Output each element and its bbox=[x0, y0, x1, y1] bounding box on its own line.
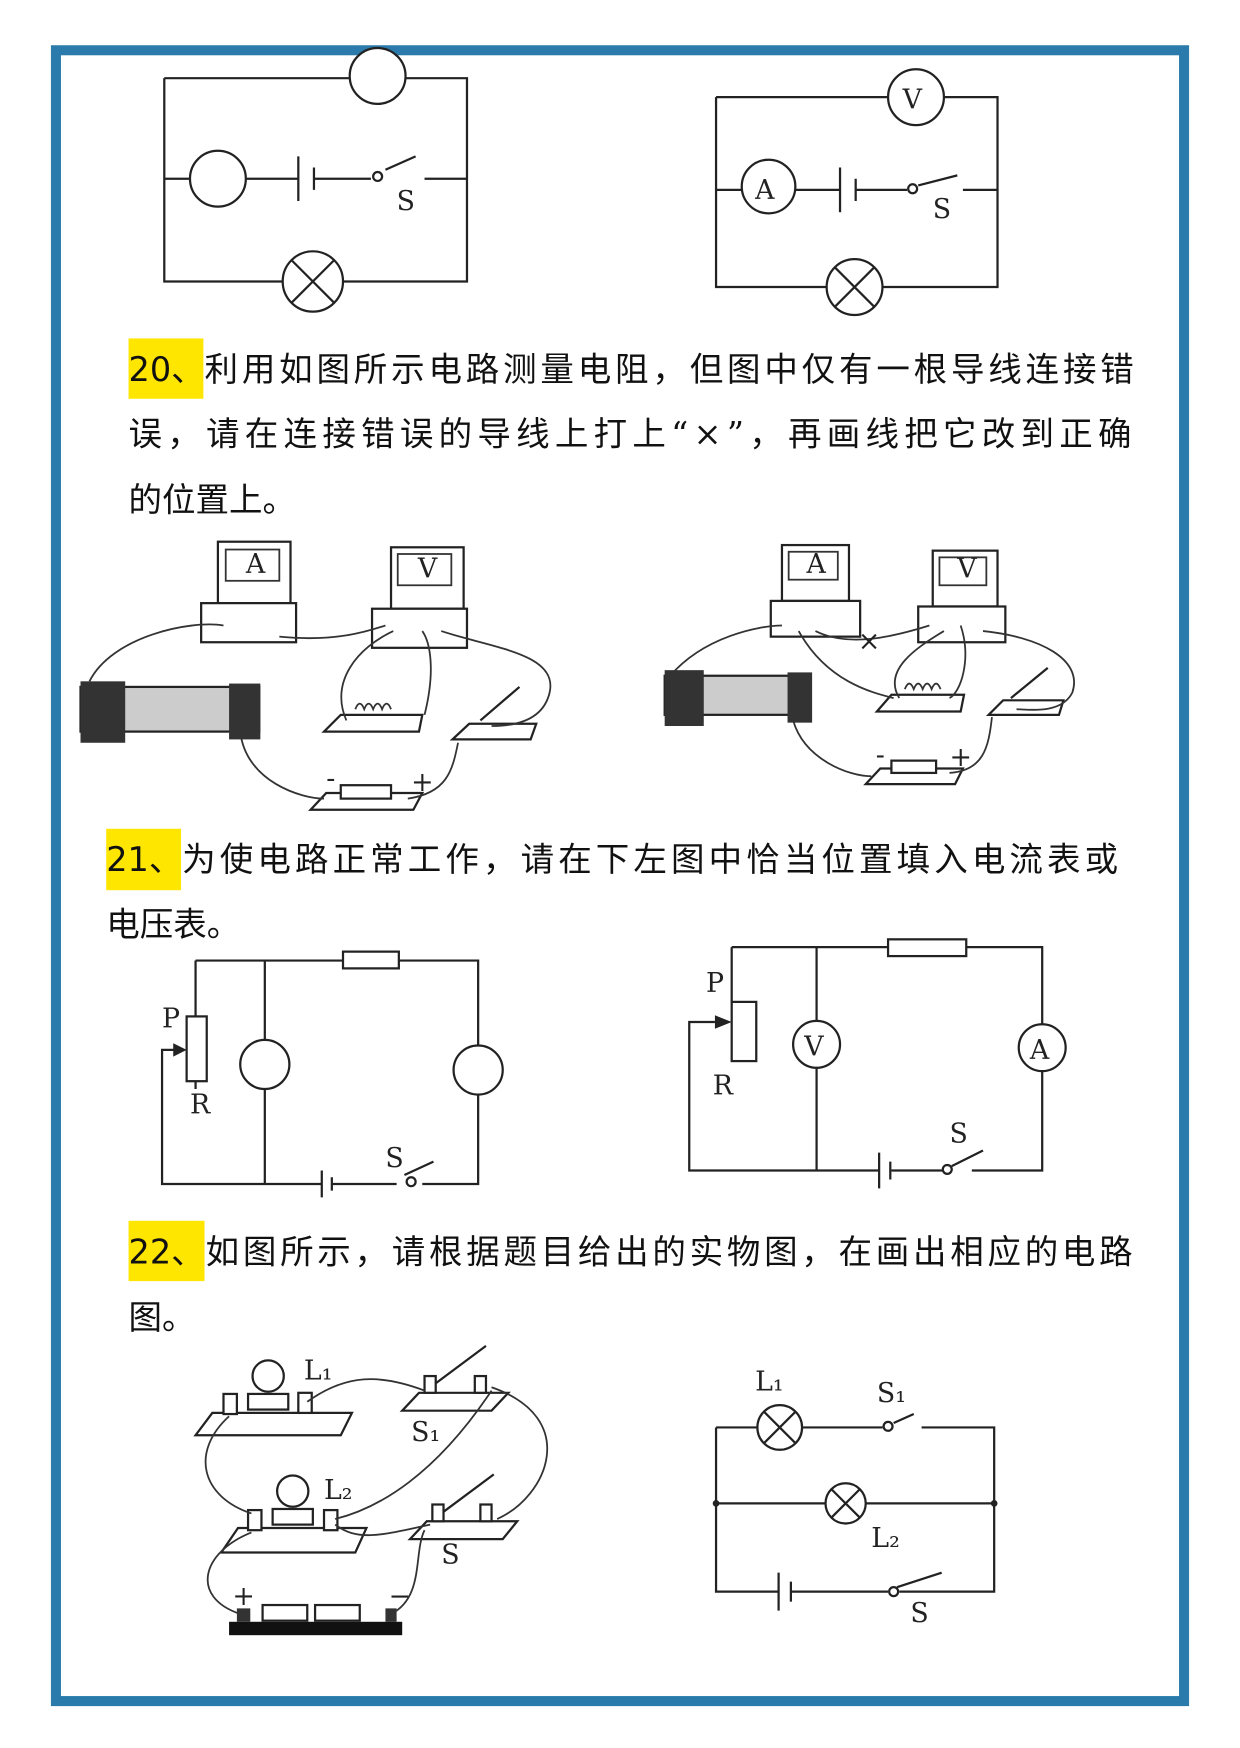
minus-label: - bbox=[326, 763, 335, 794]
p-label: P bbox=[162, 1004, 180, 1035]
voltmeter-label: V bbox=[956, 553, 977, 584]
s-label: S bbox=[910, 1598, 928, 1629]
lamp-l2-board bbox=[219, 1474, 369, 1554]
s-label: S bbox=[441, 1540, 459, 1571]
top-left-circuit: S bbox=[163, 46, 469, 313]
r-label: R bbox=[713, 1071, 734, 1102]
ammeter-label: A bbox=[1029, 1035, 1050, 1066]
knife-switch-icon bbox=[985, 667, 1065, 716]
lamp-icon bbox=[825, 258, 884, 317]
knife-switch-icon bbox=[449, 686, 538, 741]
lamp-l1-board bbox=[193, 1359, 354, 1437]
battery-pack bbox=[229, 1603, 403, 1636]
s-label: S bbox=[949, 1119, 967, 1150]
wrong-wire-mark: × bbox=[858, 626, 880, 657]
switch-icon bbox=[372, 170, 384, 183]
q20-apparatus-left: A V - + bbox=[79, 540, 552, 811]
q21-text-line2: 电压表。 bbox=[106, 905, 240, 944]
q21-number: 21、 bbox=[106, 840, 182, 879]
q22-text-line1: 如图所示，请根据题目给出的实物图，在画出相应的电路 bbox=[206, 1232, 1133, 1271]
q22-apparatus: L₁ S₁ L₂ S + − bbox=[193, 1345, 549, 1636]
q20-number: 20、 bbox=[129, 350, 205, 389]
switch-s1-board bbox=[399, 1345, 511, 1412]
resistor-coil-icon bbox=[321, 702, 424, 733]
plus-label: + bbox=[949, 742, 971, 773]
q22-circuit-diagram: L₁ S₁ L₂ S bbox=[712, 1367, 998, 1629]
q21-right-circuit: V A P R S bbox=[688, 938, 1067, 1189]
s1-label: S₁ bbox=[411, 1417, 440, 1448]
q20-number-highlight bbox=[128, 338, 204, 399]
resistor-coil-icon bbox=[874, 682, 966, 713]
q22-text-line2: 图。 bbox=[129, 1298, 196, 1337]
minus-label: - bbox=[876, 740, 885, 771]
voltmeter-label: V bbox=[902, 84, 923, 115]
q22-number-highlight bbox=[128, 1220, 205, 1282]
q20-text-line3: 的位置上。 bbox=[129, 481, 296, 520]
voltmeter-label: V bbox=[803, 1032, 824, 1063]
plus-label: + bbox=[411, 767, 433, 798]
q22-number: 22、 bbox=[129, 1232, 205, 1271]
empty-meter-circle bbox=[188, 149, 247, 208]
switch-s-board bbox=[407, 1473, 520, 1541]
ammeter-label: A bbox=[806, 549, 827, 580]
rheostat-icon bbox=[663, 670, 813, 727]
p-label: P bbox=[706, 968, 724, 999]
battery-icon bbox=[297, 156, 316, 202]
lamp-icon bbox=[281, 250, 345, 313]
l1-label: L₁ bbox=[755, 1367, 784, 1398]
minus-label: − bbox=[389, 1581, 411, 1612]
q21-left-circuit: P R S bbox=[160, 950, 504, 1198]
voltmeter-label: V bbox=[417, 553, 438, 584]
q20-text-line2: 误，请在连接错误的导线上打上“×”，再画线把它改到正确 bbox=[129, 415, 1132, 454]
lamp-l2-icon bbox=[824, 1482, 867, 1525]
plus-label: + bbox=[232, 1581, 254, 1612]
switch-label: S bbox=[933, 194, 951, 225]
s-label: S bbox=[385, 1143, 403, 1174]
q21-number-highlight bbox=[106, 828, 182, 891]
battery-holder-icon: - + bbox=[863, 740, 972, 786]
l1-label: L₁ bbox=[304, 1355, 333, 1386]
q21-text-line1: 为使电路正常工作，请在下左图中恰当位置填入电流表或 bbox=[182, 840, 1118, 879]
l2-label: L₂ bbox=[324, 1475, 353, 1506]
rheostat-icon bbox=[79, 681, 261, 743]
empty-meter-circle bbox=[348, 46, 407, 105]
page-frame bbox=[50, 45, 1190, 1707]
q20-text-line1: 利用如图所示电路测量电阻，但图中仅有一根导线连接错 bbox=[205, 350, 1134, 389]
top-right-circuit: V A S bbox=[714, 68, 999, 317]
r-label: R bbox=[190, 1090, 211, 1121]
q20-apparatus-right: A V - + × bbox=[663, 543, 1075, 786]
ammeter-label: A bbox=[245, 549, 266, 580]
l2-label: L₂ bbox=[871, 1523, 900, 1554]
s1-label: S₁ bbox=[877, 1378, 906, 1409]
lamp-l1-icon bbox=[756, 1403, 804, 1451]
switch-label: S bbox=[397, 186, 415, 217]
ammeter-label: A bbox=[754, 175, 775, 206]
battery-holder-icon: - + bbox=[308, 763, 434, 811]
